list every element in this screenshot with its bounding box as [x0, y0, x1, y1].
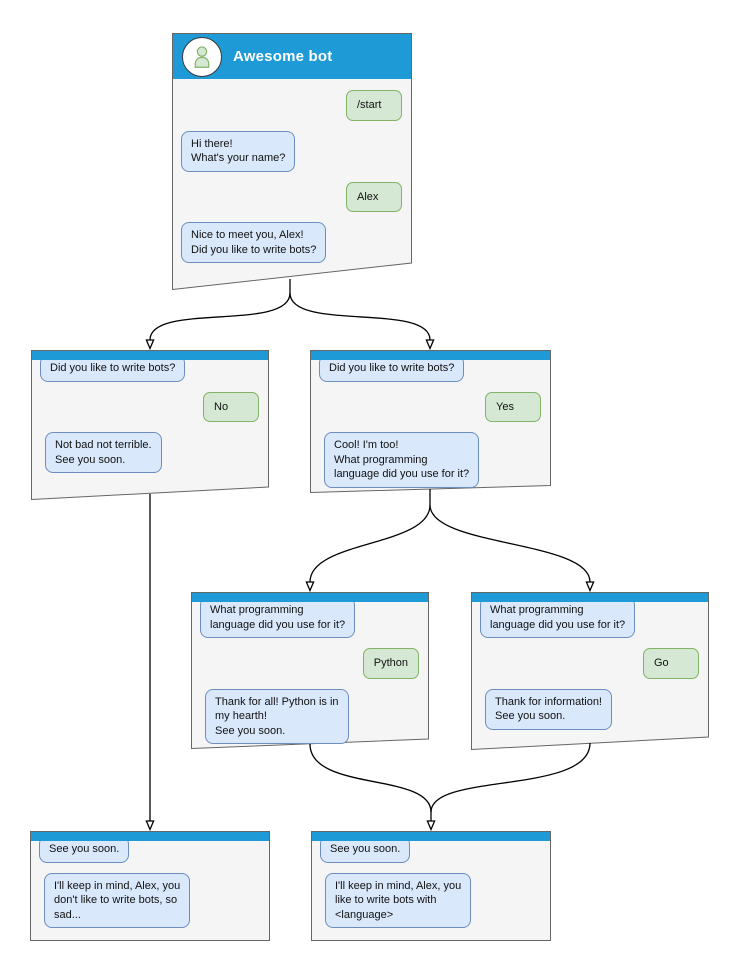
- chat-header: Awesome bot: [173, 34, 411, 79]
- chat-card-branch-yes: Did you like to write bots? Yes Cool! I'…: [310, 350, 551, 493]
- edge-converge: [309, 742, 591, 832]
- chat-bubble-bot: What programming language did you use fo…: [480, 597, 636, 639]
- chat-bubble-user: Yes: [485, 391, 541, 423]
- chat-body: What programming language did you use fo…: [191, 592, 429, 749]
- chat-bubble-user: /start: [346, 90, 402, 121]
- chat-bubble-user: Python: [362, 648, 419, 679]
- chat-bubble-bot: Nice to meet you, Alex! Did you like to …: [181, 222, 327, 264]
- chat-bubble-user: Go: [643, 648, 699, 679]
- chat-card-branch-no: Did you like to write bots? No Not bad n…: [31, 350, 269, 500]
- chat-header-bar: [192, 593, 428, 602]
- person-icon: [194, 45, 210, 68]
- chat-bubble-bot: Thank for all! Python is in my hearth! S…: [205, 688, 349, 745]
- chat-card-end-yes: See you soon. I'll keep in mind, Alex, y…: [311, 831, 551, 941]
- chat-bubble-user: Alex: [346, 181, 402, 213]
- chat-bubble-bot: Thank for information! See you soon.: [485, 688, 612, 730]
- edge-root-to-no: [145, 292, 291, 351]
- edge-go-to-end: [430, 742, 591, 813]
- edge-yes-to-python: [305, 504, 431, 593]
- bot-avatar: [182, 36, 222, 77]
- chat-bubble-bot: I'll keep in mind, Alex, you like to wri…: [325, 872, 472, 929]
- chat-bubble-bot: Hi there! What's your name?: [181, 130, 296, 172]
- chat-body: See you soon. I'll keep in mind, Alex, y…: [311, 831, 551, 941]
- chat-header-bar: [312, 832, 550, 841]
- chat-body: See you soon. I'll keep in mind, Alex, y…: [30, 831, 270, 941]
- chat-header-bar: [32, 351, 268, 360]
- edge-root-to-yes: [289, 292, 435, 351]
- chat-bubble-user: No: [203, 391, 259, 423]
- edge-yes-stem: [305, 489, 595, 593]
- chat-body: /start Hi there! What's your name? Alex …: [172, 33, 412, 290]
- chat-body: Did you like to write bots? No Not bad n…: [31, 350, 269, 500]
- card-title: Awesome bot: [233, 48, 333, 65]
- chat-bubble-bot: What programming language did you use fo…: [200, 597, 356, 639]
- chat-bubble-bot: Not bad not terrible. See you soon.: [45, 432, 162, 474]
- chat-header-bar: [472, 593, 708, 602]
- chat-card-root: /start Hi there! What's your name? Alex …: [172, 33, 412, 290]
- chat-card-branch-python: What programming language did you use fo…: [191, 592, 429, 749]
- chat-card-branch-go: What programming language did you use fo…: [471, 592, 709, 750]
- chat-card-end-no: See you soon. I'll keep in mind, Alex, y…: [30, 831, 270, 941]
- chat-body: Did you like to write bots? Yes Cool! I'…: [310, 350, 551, 493]
- chat-body: What programming language did you use fo…: [471, 592, 709, 750]
- edge-yes-to-go: [429, 504, 595, 593]
- chat-bubble-bot: I'll keep in mind, Alex, you don't like …: [44, 872, 191, 929]
- chat-header-bar: [31, 832, 269, 841]
- chat-header-bar: [311, 351, 550, 360]
- edge-python-to-end: [309, 743, 432, 813]
- chat-bubble-bot: Cool! I'm too! What programming language…: [324, 432, 480, 488]
